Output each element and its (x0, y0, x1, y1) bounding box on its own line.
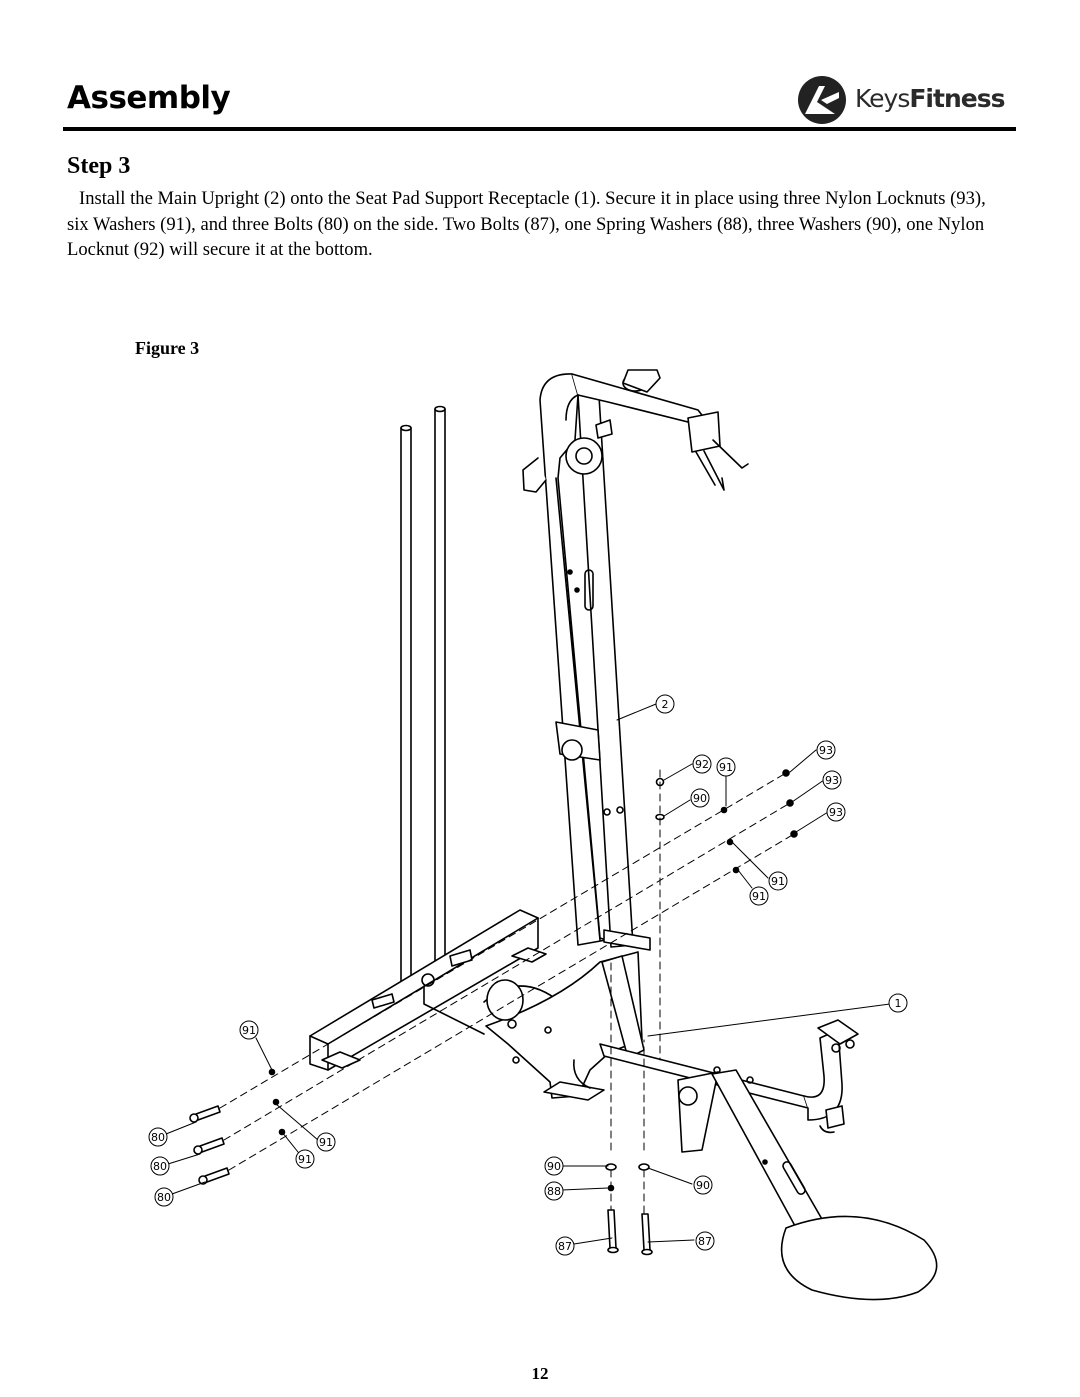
callout-93: 93 (816, 740, 836, 760)
callout-91: 91 (716, 757, 736, 777)
header-rule (63, 127, 1016, 131)
svg-text:80: 80 (157, 1191, 171, 1204)
svg-text:91: 91 (242, 1024, 256, 1037)
logo-text: KeysFitness (855, 84, 1005, 113)
svg-text:87: 87 (698, 1235, 712, 1248)
svg-text:80: 80 (153, 1160, 167, 1173)
svg-text:90: 90 (547, 1160, 561, 1173)
callout-1: 1 (888, 993, 908, 1013)
base-frame (309, 909, 645, 1101)
callout-91: 91 (768, 871, 788, 891)
step-instructions: Install the Main Upright (2) onto the Se… (67, 188, 986, 260)
page-number: 12 (531, 1364, 549, 1383)
callout-91: 91 (239, 1020, 259, 1040)
svg-text:92: 92 (695, 758, 709, 771)
callout-80: 80 (150, 1156, 170, 1176)
svg-text:93: 93 (829, 806, 843, 819)
svg-text:91: 91 (771, 875, 785, 888)
svg-text:90: 90 (693, 792, 707, 805)
guide-rods (400, 405, 446, 991)
svg-text:80: 80 (151, 1131, 165, 1144)
callout-2: 2 (655, 694, 675, 714)
page-title: Assembly (67, 80, 231, 116)
leader-lines (165, 703, 891, 1245)
callout-93: 93 (822, 770, 842, 790)
main-upright (522, 369, 749, 951)
svg-text:91: 91 (752, 890, 766, 903)
alignment-lines (219, 769, 795, 1215)
callout-88: 88 (544, 1181, 564, 1201)
svg-text:90: 90 (696, 1179, 710, 1192)
svg-text:87: 87 (558, 1240, 572, 1253)
callout-91: 91 (295, 1149, 315, 1169)
keys-fitness-logo: KeysFitness (795, 74, 1020, 126)
svg-text:88: 88 (547, 1185, 561, 1198)
callout-91: 91 (749, 886, 769, 906)
svg-text:93: 93 (819, 744, 833, 757)
svg-text:91: 91 (719, 761, 733, 774)
callout-91: 91 (316, 1132, 336, 1152)
svg-text:93: 93 (825, 774, 839, 787)
callout-90: 90 (544, 1156, 564, 1176)
figure-label: Figure 3 (135, 338, 200, 358)
svg-text:1: 1 (895, 997, 902, 1010)
callout-80: 80 (154, 1187, 174, 1207)
hardware (189, 769, 798, 1256)
callout-87: 87 (695, 1231, 715, 1251)
step-title: Step 3 (67, 153, 131, 179)
callout-87: 87 (555, 1236, 575, 1256)
callout-93: 93 (826, 802, 846, 822)
svg-text:2: 2 (662, 698, 669, 711)
callout-90: 90 (690, 788, 710, 808)
callout-80: 80 (148, 1127, 168, 1147)
keys-logo-mark-icon (798, 76, 846, 124)
svg-text:91: 91 (298, 1153, 312, 1166)
callouts: 2 92 91 93 93 93 90 91 91 1 91 80 91 80 … (148, 694, 908, 1256)
seat-pad-support (599, 1019, 938, 1301)
callout-90: 90 (693, 1175, 713, 1195)
svg-text:91: 91 (319, 1136, 333, 1149)
callout-92: 92 (692, 754, 712, 774)
